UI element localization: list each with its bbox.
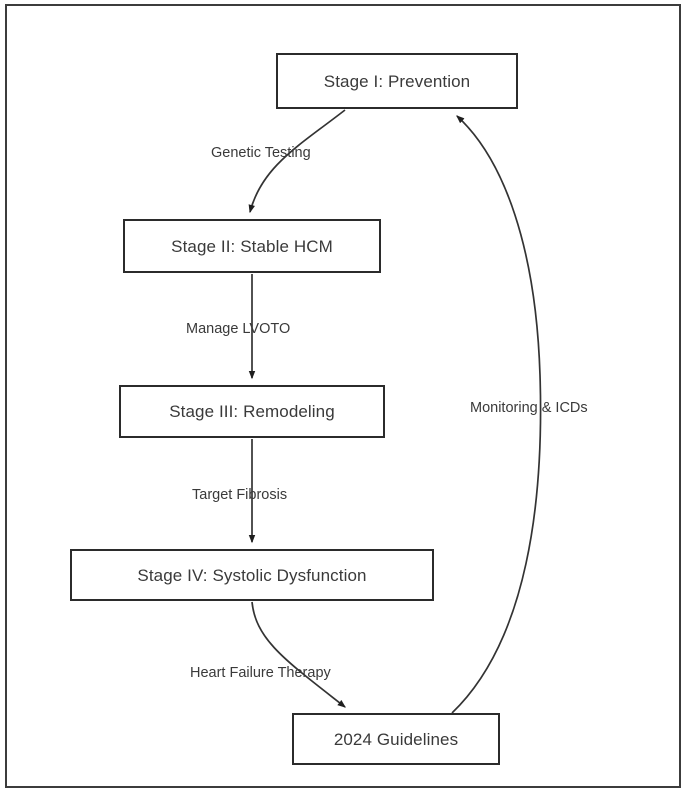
edge-genetic-testing	[248, 109, 346, 214]
edge-monitoring-icds	[451, 115, 542, 714]
node-stage-4-label: Stage IV: Systolic Dysfunction	[137, 565, 367, 585]
outer-border	[5, 4, 681, 788]
node-stage-1[interactable]: Stage I: Prevention	[276, 53, 518, 109]
edge-label-manage-lvoto: Manage LVOTO	[186, 321, 291, 337]
edge-label-target-fibrosis: Target Fibrosis	[192, 487, 288, 503]
edge-heart-failure-therapy	[251, 601, 346, 708]
node-stage-3[interactable]: Stage III: Remodeling	[119, 385, 385, 438]
node-2024-guidelines-label: 2024 Guidelines	[333, 729, 459, 749]
node-stage-1-label: Stage I: Prevention	[323, 71, 471, 91]
edge-label-monitoring-icds: Monitoring & ICDs	[470, 400, 588, 416]
node-stage-2[interactable]: Stage II: Stable HCM	[123, 219, 381, 273]
node-2024-guidelines[interactable]: 2024 Guidelines	[292, 713, 500, 765]
node-stage-4[interactable]: Stage IV: Systolic Dysfunction	[70, 549, 434, 601]
edge-label-genetic-testing: Genetic Testing	[211, 145, 311, 161]
edge-label-heart-failure-therapy: Heart Failure Therapy	[190, 665, 331, 681]
node-stage-3-label: Stage III: Remodeling	[169, 402, 335, 421]
node-stage-2-label: Stage II: Stable HCM	[171, 236, 333, 256]
